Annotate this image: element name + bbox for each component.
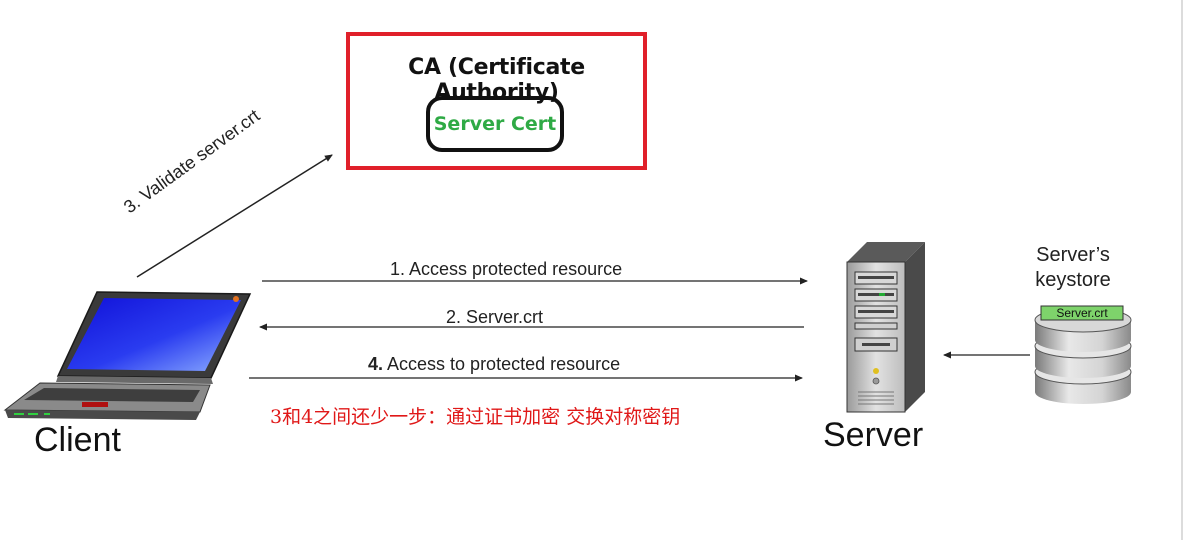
keystore-cert-tag: Server.crt	[1056, 306, 1108, 320]
step4-text: Access to protected resource	[383, 354, 621, 374]
step4-label: 4. Access to protected resource	[368, 354, 620, 375]
validate-arrow	[136, 154, 333, 278]
step2-label: 2. Server.crt	[446, 307, 544, 327]
keystore-label-line2: keystore	[1035, 269, 1111, 291]
step1-label: 1. Access protected resource	[390, 259, 623, 279]
ca-box: CA (Certificate Authority) Server Cert	[346, 32, 647, 170]
server-cert-label: Server Cert	[433, 113, 557, 135]
step4-number: 4.	[368, 354, 384, 374]
keystore-label-line1: Server’s	[1036, 244, 1110, 266]
database-icon	[1034, 305, 1132, 404]
keystore-label: Server’s keystore	[1028, 243, 1118, 293]
page-right-edge	[1181, 0, 1183, 540]
server-label: Server	[823, 416, 924, 454]
laptop-icon	[3, 291, 252, 420]
annotation-note: 3和4之间还少一步：通过证书加密 交换对称密钥	[270, 406, 681, 428]
ca-title: CA (Certificate Authority)	[408, 55, 585, 105]
server-tower-icon	[846, 242, 925, 413]
server-cert-pill: Server Cert	[426, 96, 564, 152]
client-label: Client	[34, 421, 121, 459]
